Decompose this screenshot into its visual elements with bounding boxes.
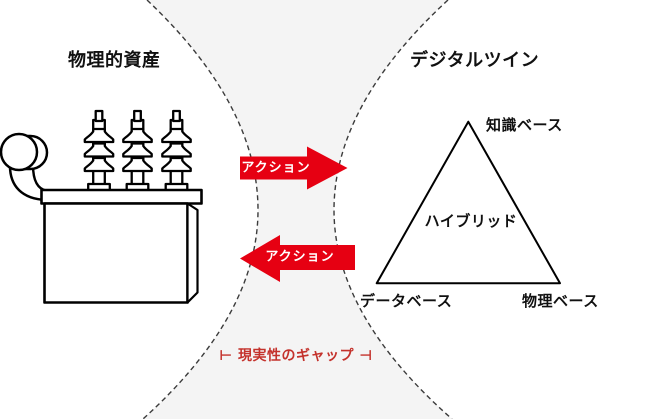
- action-to-digital-label: アクション: [241, 160, 311, 176]
- action-to-physical-label: アクション: [265, 249, 335, 265]
- database-label: データベース: [360, 292, 453, 310]
- knowledge-base-label: 知識ベース: [486, 116, 563, 134]
- model-triangle: [375, 120, 561, 285]
- digital-twin-title: デジタルツイン: [410, 50, 540, 71]
- physical-asset-title: 物理的資産: [68, 50, 161, 71]
- transformer-bushings: [85, 111, 191, 191]
- arrow-right-action: [240, 146, 348, 190]
- gap-boundary-left-curve: [142, 0, 259, 419]
- arrow-left-action: [240, 235, 355, 282]
- transformer-lid: [40, 188, 203, 205]
- reality-gap-region: [143, 0, 452, 419]
- transformer-tank: [43, 202, 189, 304]
- transformer-tank-side: [186, 202, 199, 304]
- transformer-icon: [0, 111, 203, 304]
- physics-base-label: 物理ベース: [522, 292, 599, 310]
- reality-gap-label: ⊢ 現実性のギャップ ⊣: [219, 348, 373, 364]
- gap-boundary-right-curve: [333, 0, 453, 419]
- transformer-conservator-face: [0, 132, 39, 172]
- hybrid-label: ハイブリッド: [424, 212, 518, 230]
